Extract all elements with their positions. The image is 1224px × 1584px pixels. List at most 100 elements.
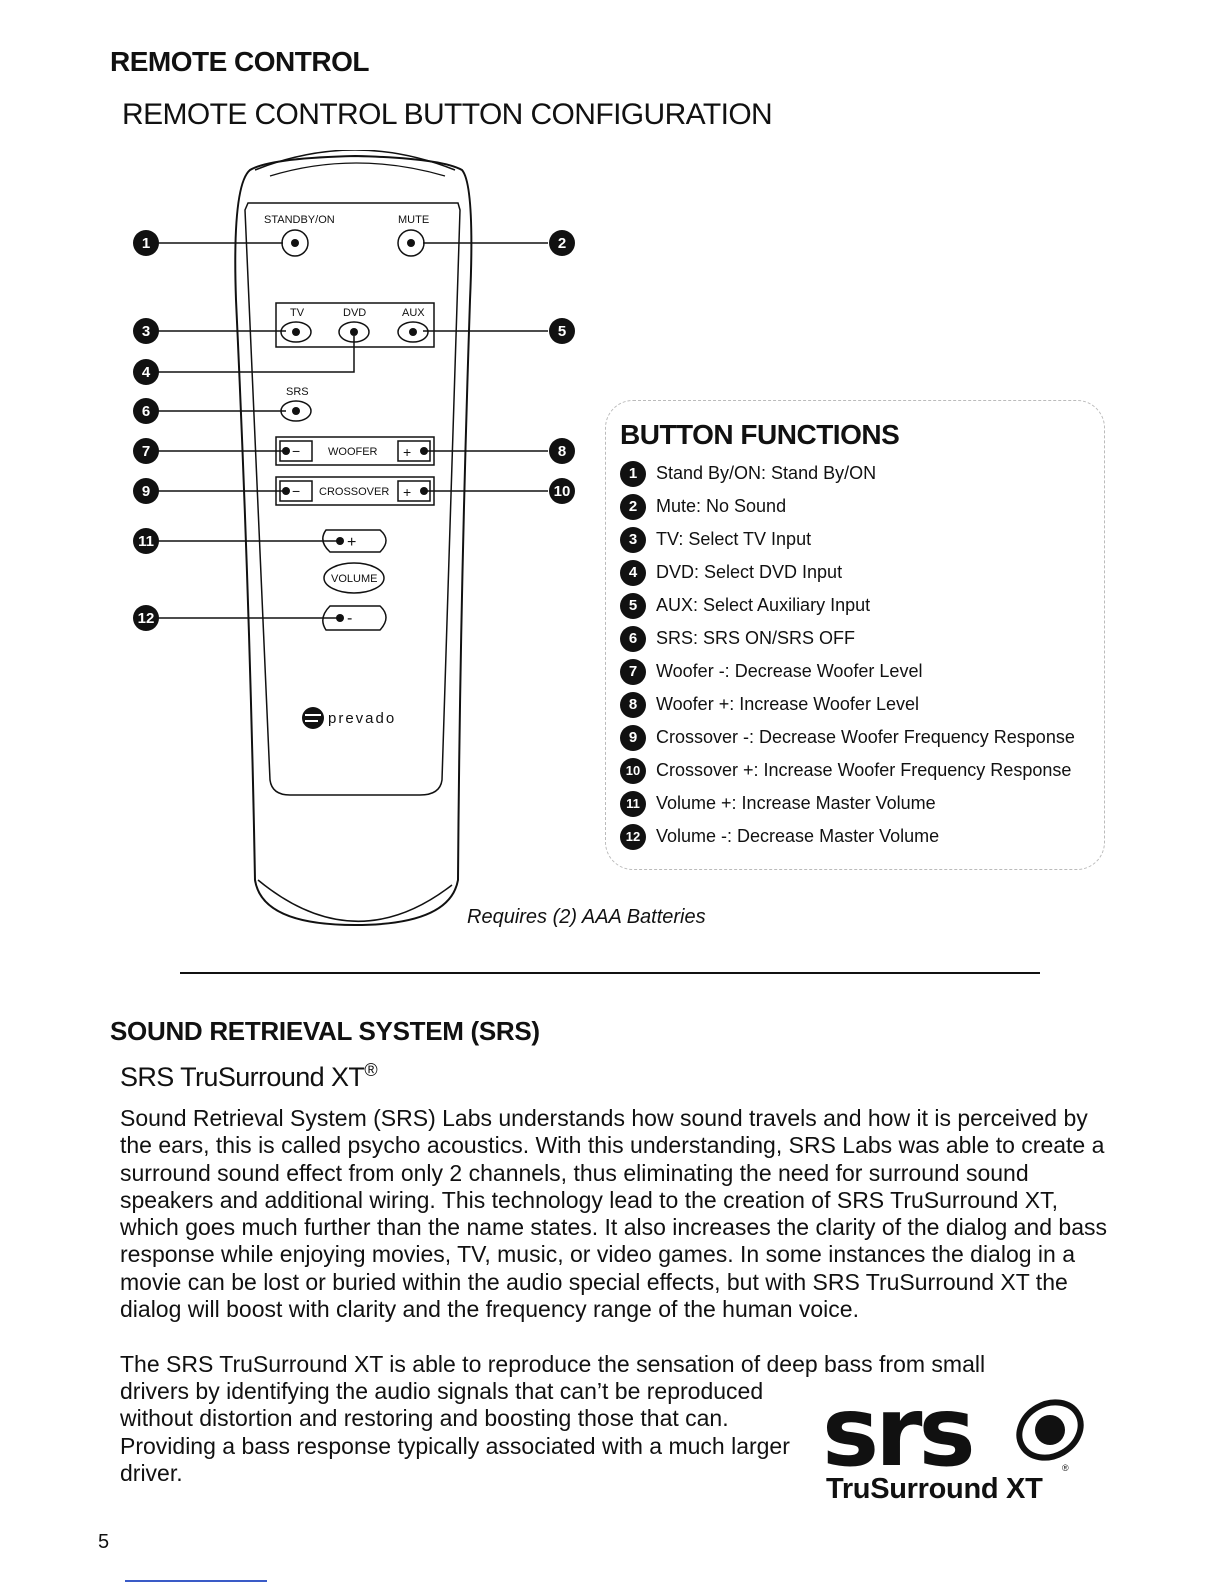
svg-text:+: + bbox=[403, 444, 411, 460]
remote-body-outline bbox=[234, 154, 473, 927]
number-badge: 4 bbox=[620, 559, 646, 586]
function-text: DVD: Select DVD Input bbox=[656, 562, 843, 582]
srs-paragraph-2-rest: drivers by identifying the audio signals… bbox=[120, 1378, 790, 1486]
batteries-note: Requires (2) AAA Batteries bbox=[467, 906, 706, 928]
function-item: 2 Mute: No Sound bbox=[620, 490, 1075, 523]
footer-blue-line bbox=[125, 1580, 267, 1582]
brand-name: prevado bbox=[328, 710, 396, 727]
number-badge: 2 bbox=[620, 493, 646, 520]
svg-text:+: + bbox=[403, 484, 411, 500]
trusurround-tagline: TruSurround XT bbox=[826, 1473, 1043, 1505]
function-text: SRS: SRS ON/SRS OFF bbox=[656, 628, 856, 648]
number-badge: 12 bbox=[620, 823, 646, 850]
section-title: REMOTE CONTROL bbox=[110, 46, 370, 77]
section-divider bbox=[180, 972, 1040, 974]
callout-leader-lines bbox=[158, 242, 548, 619]
function-text: Volume +: Increase Master Volume bbox=[656, 793, 936, 813]
function-text: Crossover -: Decrease Woofer Frequency R… bbox=[656, 727, 1075, 747]
number-badge: 7 bbox=[620, 658, 646, 685]
svg-text:2: 2 bbox=[558, 235, 566, 252]
standby-button[interactable] bbox=[281, 229, 309, 257]
function-item: 11 Volume +: Increase Master Volume bbox=[620, 787, 1075, 820]
remote-bottom-curve bbox=[257, 879, 453, 922]
button-functions-title: BUTTON FUNCTIONS bbox=[620, 419, 900, 450]
function-text: Volume -: Decrease Master Volume bbox=[656, 826, 940, 846]
number-badge: 3 bbox=[620, 526, 646, 553]
number-badge: 8 bbox=[620, 691, 646, 718]
crossover-label: CROSSOVER bbox=[319, 486, 389, 498]
function-item: 9 Crossover -: Decrease Woofer Frequency … bbox=[620, 721, 1075, 754]
function-item: 12 Volume -: Decrease Master Volume bbox=[620, 820, 1075, 853]
svg-text:9: 9 bbox=[142, 483, 150, 500]
registered-mark: ® bbox=[364, 1060, 377, 1080]
button-functions-box: BUTTON FUNCTIONS 1 Stand By/ON: Stand By/… bbox=[605, 400, 1105, 870]
mute-button[interactable] bbox=[397, 229, 425, 257]
number-badge: 6 bbox=[620, 625, 646, 652]
dvd-label: DVD bbox=[343, 307, 366, 319]
svg-text:3: 3 bbox=[142, 323, 150, 340]
volume-minus-button[interactable]: - bbox=[322, 605, 387, 631]
subsection-title: REMOTE CONTROL BUTTON CONFIGURATION bbox=[122, 98, 773, 131]
svg-text:+: + bbox=[347, 534, 356, 551]
srs-subtitle-text: SRS TruSurround XT bbox=[120, 1062, 365, 1092]
input-select-group bbox=[275, 302, 435, 348]
callout-4: 4 bbox=[133, 359, 159, 385]
svg-text:1: 1 bbox=[142, 235, 150, 252]
aux-button[interactable] bbox=[397, 321, 429, 343]
svg-text:®: ® bbox=[1062, 1463, 1069, 1473]
callout-10: 10 bbox=[549, 478, 575, 504]
callout-6: 6 bbox=[133, 398, 159, 424]
number-badge: 9 bbox=[620, 724, 646, 751]
callout-11: 11 bbox=[133, 528, 159, 554]
svg-text:10: 10 bbox=[554, 483, 571, 500]
function-text: Woofer -: Decrease Woofer Level bbox=[656, 661, 923, 681]
svg-text:-: - bbox=[347, 610, 352, 627]
woofer-label: WOOFER bbox=[328, 446, 378, 458]
remote-top-ridge bbox=[254, 150, 456, 171]
srs-subtitle: SRS TruSurround XT® bbox=[120, 1060, 378, 1093]
woofer-plus-button[interactable]: + bbox=[397, 440, 431, 462]
standby-label: STANDBY/ON bbox=[264, 214, 335, 226]
tv-button[interactable] bbox=[280, 321, 312, 343]
volume-label: VOLUME bbox=[331, 573, 377, 585]
volume-plus-button[interactable]: + bbox=[322, 529, 387, 553]
srs-label: SRS bbox=[286, 386, 309, 398]
page-number: 5 bbox=[98, 1531, 110, 1553]
number-badge: 11 bbox=[620, 790, 646, 817]
srs-sound-icon bbox=[1016, 1399, 1084, 1461]
tv-label: TV bbox=[290, 307, 305, 319]
function-item: 4 DVD: Select DVD Input bbox=[620, 556, 1075, 589]
svg-text:−: − bbox=[292, 443, 300, 459]
number-badge: 10 bbox=[620, 757, 646, 784]
svg-text:−: − bbox=[292, 483, 300, 499]
callout-5: 5 bbox=[549, 318, 575, 344]
volume-label-badge: VOLUME bbox=[323, 562, 385, 594]
function-item: 7 Woofer -: Decrease Woofer Level bbox=[620, 655, 1075, 688]
svg-text:6: 6 bbox=[142, 403, 150, 420]
svg-text:7: 7 bbox=[142, 443, 150, 460]
srs-wordmark-text: srs bbox=[822, 1385, 972, 1473]
svg-text:12: 12 bbox=[138, 610, 155, 627]
function-text: Mute: No Sound bbox=[656, 496, 787, 516]
callout-3: 3 bbox=[133, 318, 159, 344]
srs-wordmark: srs ® bbox=[822, 1376, 1084, 1488]
callout-9: 9 bbox=[133, 478, 159, 504]
svg-text:4: 4 bbox=[142, 364, 151, 381]
function-text: AUX: Select Auxiliary Input bbox=[656, 595, 871, 615]
function-text: Stand By/ON: Stand By/ON bbox=[656, 463, 877, 483]
button-functions-list: 1 Stand By/ON: Stand By/ON 2 Mute: No Soun… bbox=[620, 457, 1075, 853]
mute-label: MUTE bbox=[398, 214, 429, 226]
srs-paragraph-1: Sound Retrieval System (SRS) Labs unders… bbox=[120, 1105, 1107, 1323]
remote-top-ridge-inner bbox=[269, 162, 446, 177]
callout-2: 2 bbox=[549, 230, 575, 256]
callout-8: 8 bbox=[549, 438, 575, 464]
svg-text:11: 11 bbox=[138, 533, 154, 550]
svg-text:8: 8 bbox=[558, 443, 566, 460]
function-item: 6 SRS: SRS ON/SRS OFF bbox=[620, 622, 1075, 655]
number-badge: 1 bbox=[620, 460, 646, 487]
brand-logo: prevado bbox=[302, 707, 396, 729]
